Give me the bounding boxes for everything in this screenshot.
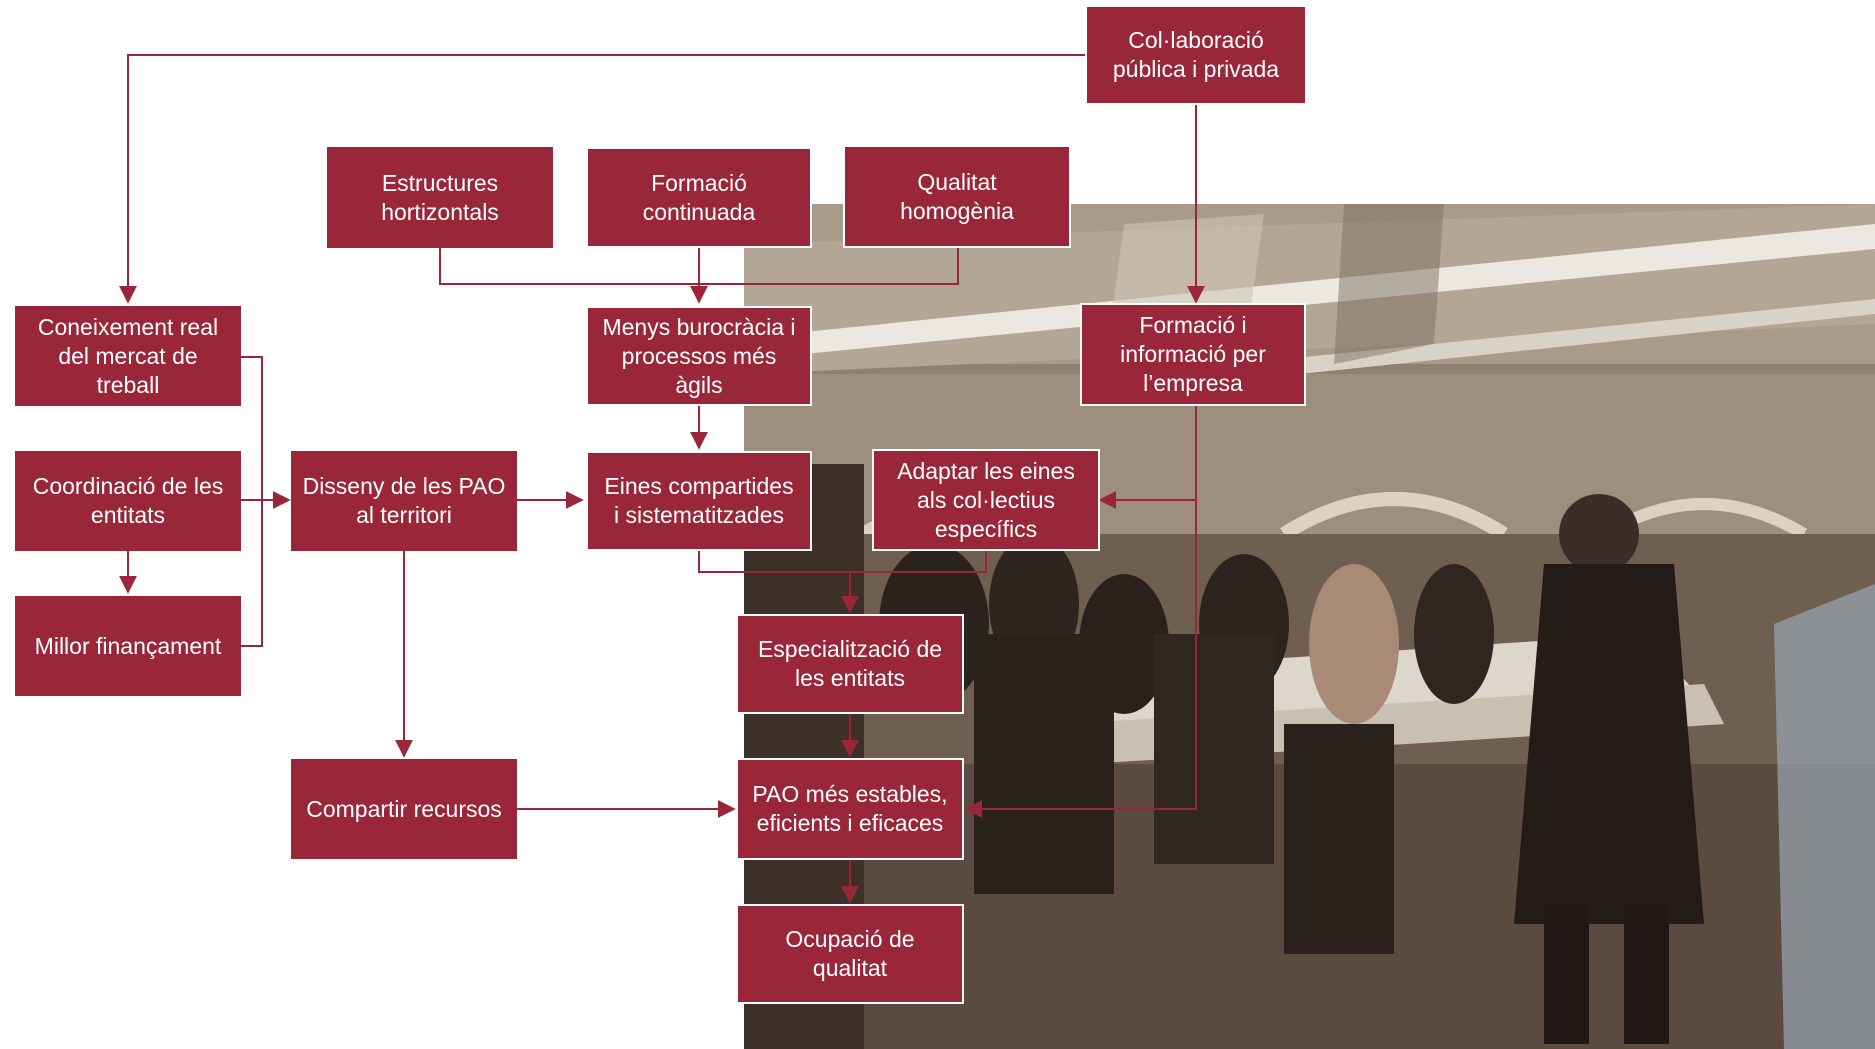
node-coordinacio-entitats: Coordinació de les entitats (15, 451, 241, 551)
node-millor-financament: Millor finançament (15, 596, 241, 696)
node-disseny-pao-territori: Disseny de les PAO al territori (291, 451, 517, 551)
node-menys-burocracia: Menys burocràcia i processos més àgils (586, 306, 812, 406)
node-eines-compartides: Eines compartides i sistematitzades (586, 451, 812, 551)
node-pao-estables: PAO més estables, eficients i eficaces (736, 758, 964, 860)
node-estructures-hortizontals: Estructures hortizontals (327, 147, 553, 248)
edge-eines-adaptar-especialitzacio (698, 551, 987, 573)
node-formacio-informacio-empresa: Formació i informació per l’empresa (1080, 303, 1306, 406)
edge-collaboracio-coneixement (119, 54, 1085, 304)
node-especialitzacio-entitats: Especialització de les entitats (736, 614, 964, 714)
node-qualitat-homogenia: Qualitat homogènia (843, 145, 1071, 248)
edge-coneixement-disseny (240, 356, 263, 647)
node-ocupacio-qualitat: Ocupació de qualitat (736, 904, 964, 1004)
edge-formacio-empresa-pao (964, 406, 1197, 818)
edge-formacio-empresa-adaptar (1098, 406, 1197, 509)
node-formacio-continuada: Formació continuada (586, 147, 812, 248)
node-adaptar-eines-collectius: Adaptar les eines als col·lectius especí… (872, 449, 1100, 551)
node-coneixement-mercat-treball: Coneixement real del mercat de treball (15, 306, 241, 406)
node-compartir-recursos: Compartir recursos (291, 759, 517, 859)
node-collaboracio-publica-privada: Col·laboració pública i privada (1085, 5, 1307, 105)
